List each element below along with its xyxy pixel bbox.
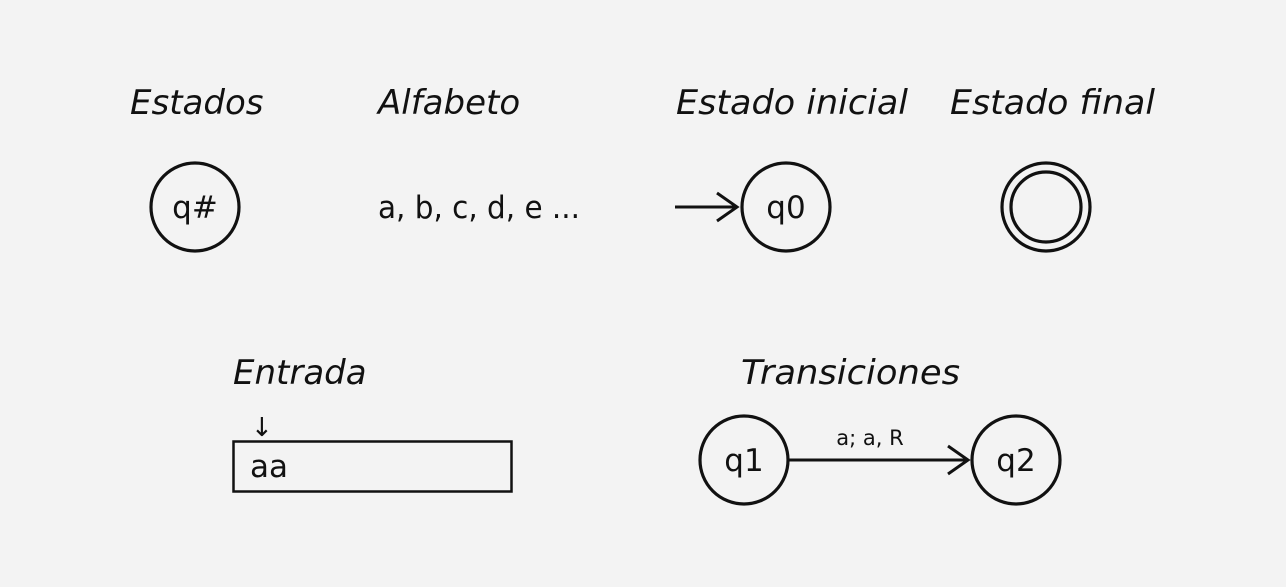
transition-arrow-head (947, 444, 971, 476)
state-label: q# (172, 190, 218, 226)
transition-to-state-circle (970, 414, 1062, 506)
heading-entrada: Entrada (233, 353, 367, 393)
input-tape: ↓ aa (232, 413, 513, 493)
transition-to-state-label: q2 (996, 443, 1035, 479)
tape-head-arrow-icon: ↓ (251, 413, 273, 443)
tape-value: aa (250, 449, 288, 485)
initial-state-circle (740, 161, 832, 253)
heading-estados: Estados (130, 83, 263, 123)
heading-alfabeto: Alfabeto (376, 83, 520, 123)
final-state-node (1000, 161, 1092, 253)
transition-example: q1 a; a, R q2 (698, 414, 1062, 506)
initial-state-label: q0 (766, 190, 805, 226)
heading-estado-inicial: Estado inicial (676, 83, 909, 123)
state-circle (149, 161, 241, 253)
alphabet-symbols: a, b, c, d, e ... (378, 190, 580, 226)
transition-from-state-label: q1 (724, 443, 763, 479)
transition-label: a; a, R (836, 426, 903, 450)
tape-box (232, 440, 513, 493)
initial-state-node: q0 (675, 161, 832, 253)
heading-transiciones: Transiciones (741, 353, 960, 393)
final-state-outer-circle (1000, 161, 1092, 253)
heading-estado-final: Estado final (950, 83, 1156, 123)
final-state-inner-circle (1009, 170, 1083, 244)
initial-arrow-head (716, 191, 740, 223)
state-node-generic: q# (149, 161, 241, 253)
transition-from-state-circle (698, 414, 790, 506)
